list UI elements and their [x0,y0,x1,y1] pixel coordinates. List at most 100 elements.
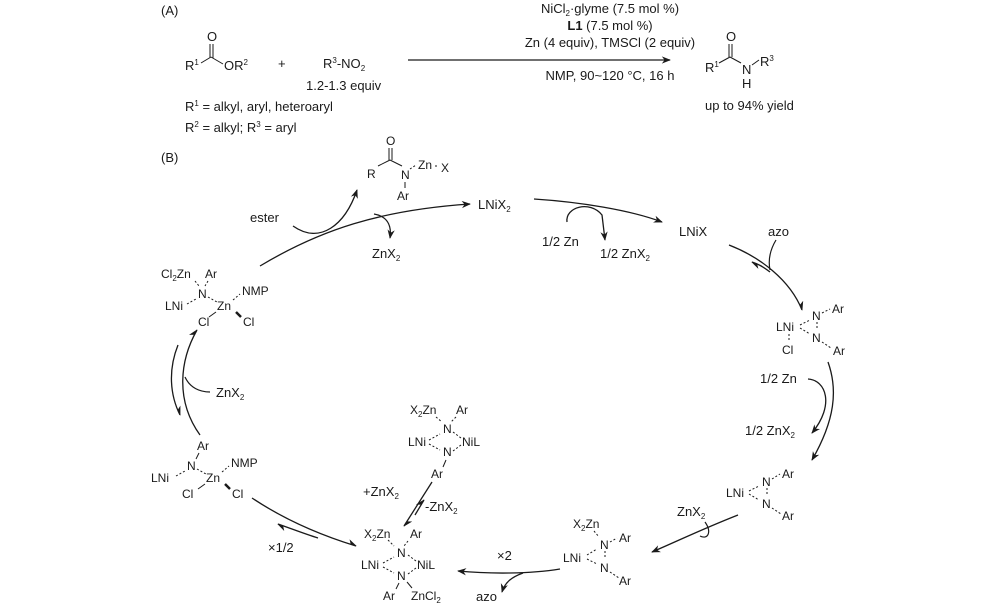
svg-text:N: N [812,331,821,345]
svg-text:O: O [726,29,736,44]
svg-text:N: N [187,459,196,473]
svg-text:LNi: LNi [165,299,183,313]
reaction-conditions: NiCl2·glyme (7.5 mol %) L1 (7.5 mol %) Z… [408,1,695,83]
svg-text:N: N [198,287,207,301]
svg-text:NMP: NMP [242,284,269,298]
azo-release-arrow [500,572,524,593]
svg-text:X: X [441,161,449,175]
svg-text:Cl: Cl [782,343,793,357]
nitroarene: R3-NO2 1.2-1.3 equiv [306,56,382,93]
zn-ni-diazene-complex: X2Zn LNi N N Ar Ar [563,517,631,588]
svg-text:Ar: Ar [833,344,845,358]
ni-amido-zinc-nmp-complex: Ar N LNi Zn NMP Cl Cl [151,439,258,501]
svg-text:Ar: Ar [782,509,794,523]
plus-znx2-label: +ZnX2 [363,484,399,501]
azo-binding-forward-arrow [728,244,804,311]
svg-text:N: N [401,168,410,182]
amide-product: O R1 N H R3 up to 94% yield [705,29,794,113]
svg-text:L1 (7.5 mol %): L1 (7.5 mol %) [567,18,652,33]
arrow-to-lnix [533,198,663,223]
svg-text:R1: R1 [705,60,719,75]
svg-text:LNi: LNi [726,486,744,500]
svg-text:Ar: Ar [383,589,395,603]
svg-text:N: N [762,497,771,511]
svg-text:O: O [386,134,395,148]
svg-text:Ar: Ar [410,527,422,541]
znx2-release-arrow [373,213,395,239]
lnix2-species: LNiX2 [478,197,511,214]
zn-reduction-arrow-2 [807,378,827,434]
times-two-label: ×2 [497,548,512,563]
svg-text:X2Zn: X2Zn [364,527,390,543]
half-znx2-byproduct: 1/2 ZnX2 [600,246,651,263]
plus-sign: + [278,56,286,71]
ester-oxygen: O [207,29,217,44]
znx2-byproduct: ZnX2 [372,246,401,263]
svg-text:X2Zn: X2Zn [573,517,599,533]
arrow-to-zn-adduct [651,514,739,553]
svg-text:Ar: Ar [431,467,443,481]
dinickel-complex: X2Zn Ar N LNi NiL N Ar [408,403,480,481]
znx2-reagent: ZnX2 [677,504,706,521]
svg-text:Ar: Ar [782,467,794,481]
svg-text:LNi: LNi [361,558,379,572]
times-half-label: ×1/2 [268,540,294,555]
znx2-reverse-arrow [170,344,181,416]
svg-text:Ar: Ar [197,439,209,453]
svg-text:N: N [742,62,751,77]
svg-text:NMP: NMP [231,456,258,470]
ester-or2: OR2 [224,58,249,73]
svg-text:X2Zn: X2Zn [410,403,436,419]
svg-text:N: N [397,569,406,583]
ni-diazene-chloride-complex: LNi N N Ar Ar Cl [776,302,845,358]
half-forward-arrow [251,497,357,547]
svg-text:Cl: Cl [182,487,193,501]
svg-text:LNi: LNi [776,320,794,334]
svg-text:Zn: Zn [206,471,220,485]
svg-text:Ar: Ar [619,531,631,545]
svg-text:Zn (4 equiv), TMSCl (2 equiv): Zn (4 equiv), TMSCl (2 equiv) [525,35,695,50]
half-reverse-arrow [277,523,319,539]
svg-text:LNi: LNi [408,435,426,449]
nitro-equiv: 1.2-1.3 equiv [306,78,382,93]
svg-text:Cl: Cl [198,315,209,329]
svg-text:N: N [600,561,609,575]
minus-znx2-label: -ZnX2 [425,499,458,516]
azo-reagent: azo [768,224,789,239]
svg-text:NiCl2·glyme (7.5 mol %): NiCl2·glyme (7.5 mol %) [541,1,679,18]
arrow-to-lnix2 [259,200,471,267]
half-zn-reagent-2: 1/2 Zn [760,371,797,386]
half-zn-reagent: 1/2 Zn [542,234,579,249]
svg-text:N: N [443,445,452,459]
svg-text:R: R [367,167,376,181]
svg-text:Ar: Ar [832,302,844,316]
znx2-forward-arrow [182,329,201,436]
svg-text:Cl2Zn: Cl2Zn [161,267,191,283]
svg-text:N: N [762,475,771,489]
ni-diazene-complex: LNi N N Ar Ar [726,467,794,523]
yield-text: up to 94% yield [705,98,794,113]
dinickel-zncl2-complex: X2Zn Ar N LNi NiL N Ar ZnCl2 [361,527,441,605]
panel-b-label: (B) [161,150,178,165]
svg-text:N: N [443,422,452,436]
svg-text:R3: R3 [760,54,774,69]
ester-reagent: ester [250,210,280,225]
zn-reduction-arrow [566,206,608,241]
svg-text:Ar: Ar [456,403,468,417]
dizinc-ni-amido-complex: Cl2Zn Ar N LNi Zn NMP Cl Cl [161,267,269,329]
svg-text:Zn: Zn [217,299,231,313]
arrow-to-dinickel [457,568,561,576]
svg-text:N: N [600,538,609,552]
svg-text:Ar: Ar [205,267,217,281]
svg-text:Cl: Cl [232,487,243,501]
r2-r3-definition: R2 = alkyl; R3 = aryl [185,120,297,135]
svg-text:Ar: Ar [397,189,409,203]
half-znx2-byproduct-2: 1/2 ZnX2 [745,423,796,440]
r1-definition: R1 = alkyl, aryl, heteroaryl [185,99,333,114]
svg-text:R3-NO2: R3-NO2 [323,56,366,73]
svg-text:Cl: Cl [243,315,254,329]
panel-a-label: (A) [161,3,178,18]
svg-text:LNi: LNi [151,471,169,485]
azo-binding-reverse-arrow [751,261,771,273]
